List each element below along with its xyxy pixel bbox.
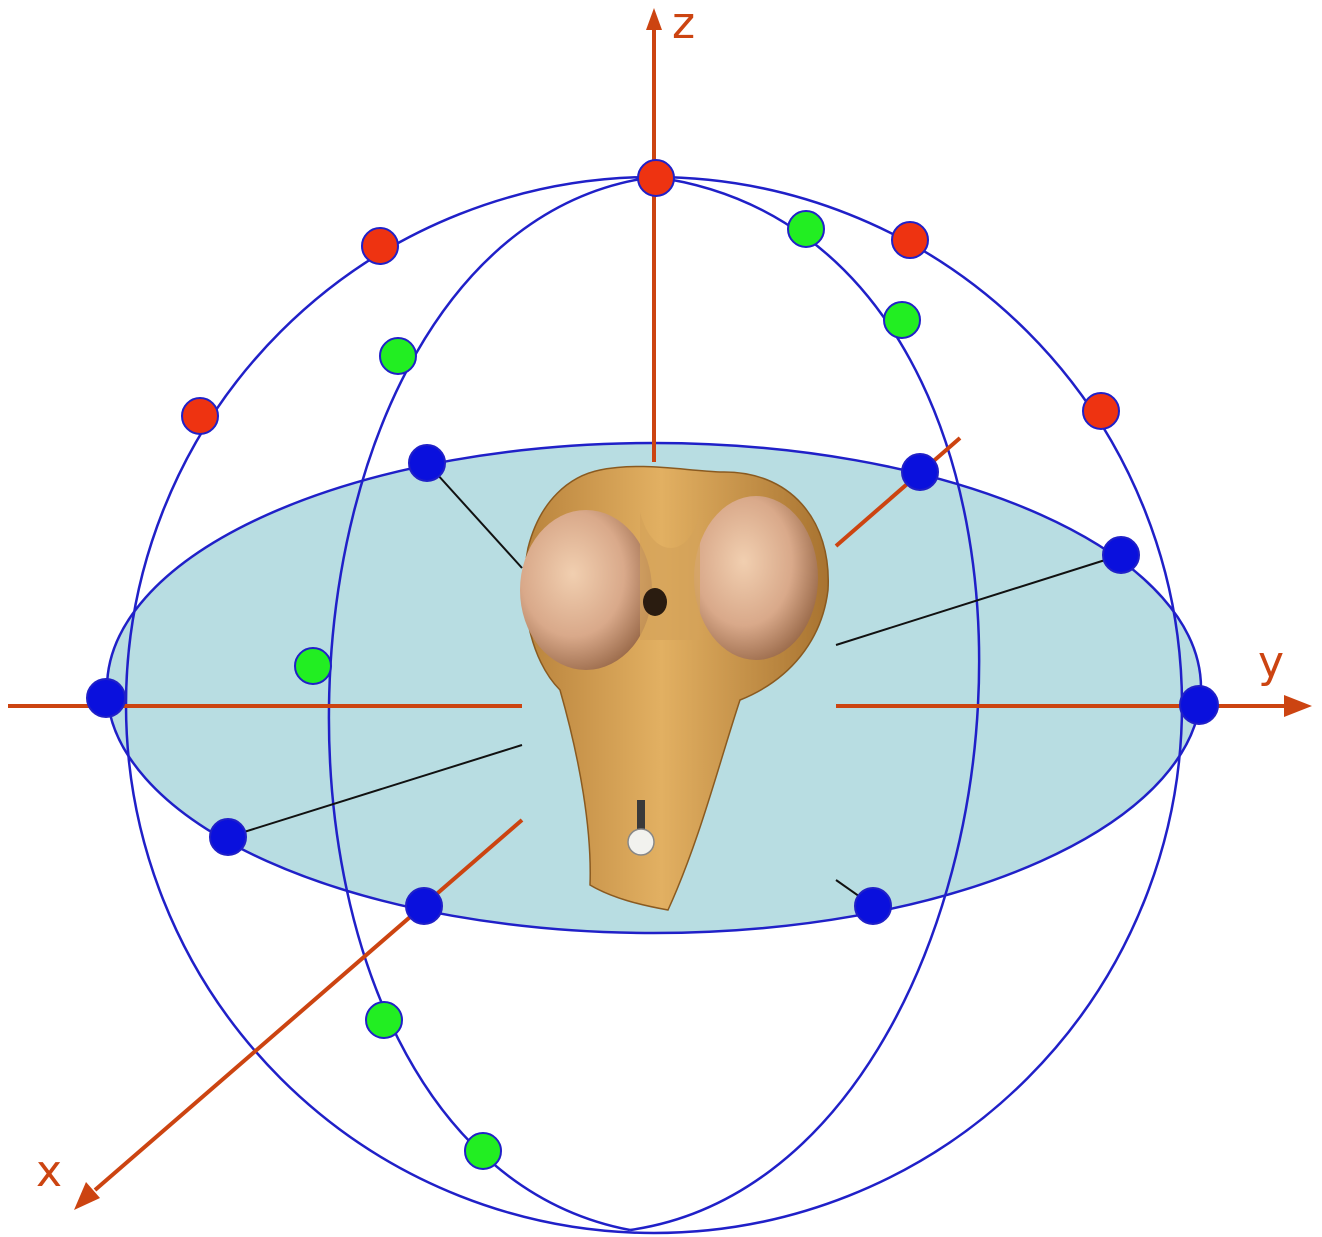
z-axis-label: z	[672, 0, 695, 49]
screw-shaft	[637, 800, 645, 830]
blue-point	[210, 819, 246, 855]
blue-point	[406, 888, 442, 924]
green-point	[788, 211, 824, 247]
right-condyle	[694, 496, 818, 660]
upper-meridian-points	[182, 160, 1119, 434]
blue-point	[1103, 537, 1139, 573]
green-point	[380, 338, 416, 374]
blue-point	[1180, 686, 1218, 724]
z-axis	[646, 8, 662, 462]
red-point	[182, 398, 218, 434]
blue-point	[409, 445, 445, 481]
green-point	[884, 302, 920, 338]
blue-point	[855, 888, 891, 924]
red-point	[892, 222, 928, 258]
blue-point	[87, 679, 125, 717]
x-axis-label: x	[36, 1146, 62, 1197]
green-point	[465, 1133, 501, 1169]
blue-point	[902, 454, 938, 490]
green-point	[366, 1002, 402, 1038]
y-axis-label: y	[1258, 637, 1284, 688]
left-condyle	[520, 510, 652, 670]
screw-head	[628, 829, 654, 855]
red-point	[638, 160, 674, 196]
red-point	[362, 228, 398, 264]
drill-hole	[643, 588, 667, 616]
red-point	[1083, 393, 1119, 429]
green-point	[295, 648, 331, 684]
